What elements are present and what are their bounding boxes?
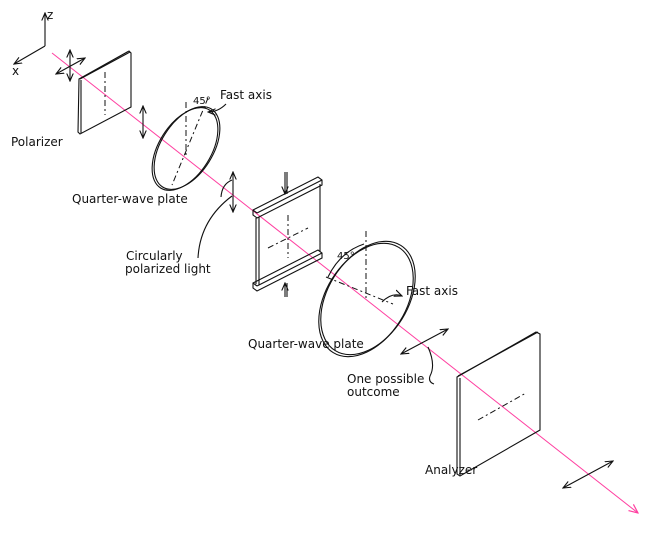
outcome-label-line2: outcome [347, 385, 400, 399]
x-axis-label: x [12, 64, 20, 78]
outcome-label-line1: One possible [347, 372, 425, 386]
quarter-wave-plate-1 [151, 97, 227, 191]
z-axis-label: z [47, 8, 54, 22]
light-beam [51, 52, 638, 513]
polarizer-label: Polarizer [11, 135, 63, 149]
analyzer-label: Analyzer [425, 463, 478, 477]
qwp1-angle-label: 45° [193, 96, 211, 107]
quarter-wave-plate-2 [318, 231, 416, 358]
unpolarized-arrows [56, 50, 85, 81]
polarizer-plate [77, 50, 132, 135]
transmitted-polarization-arrow [563, 461, 613, 488]
qwp2-angle-label: 45° [337, 251, 355, 262]
analyzer-plate [456, 331, 541, 477]
qwp2-label: Quarter-wave plate [248, 337, 364, 351]
coordinate-axes [14, 13, 45, 64]
outcome-polarization-arrow [401, 329, 448, 385]
sample-block [252, 172, 323, 297]
qwp1-fast-axis-label: Fast axis [220, 88, 272, 102]
circular-label-line1: Circularly [126, 249, 183, 263]
qwp2-fast-axis-label: Fast axis [406, 284, 458, 298]
circular-polarization-arrow [197, 172, 233, 259]
circular-label-line2: polarized light [125, 262, 211, 276]
qwp1-label: Quarter-wave plate [72, 192, 188, 206]
